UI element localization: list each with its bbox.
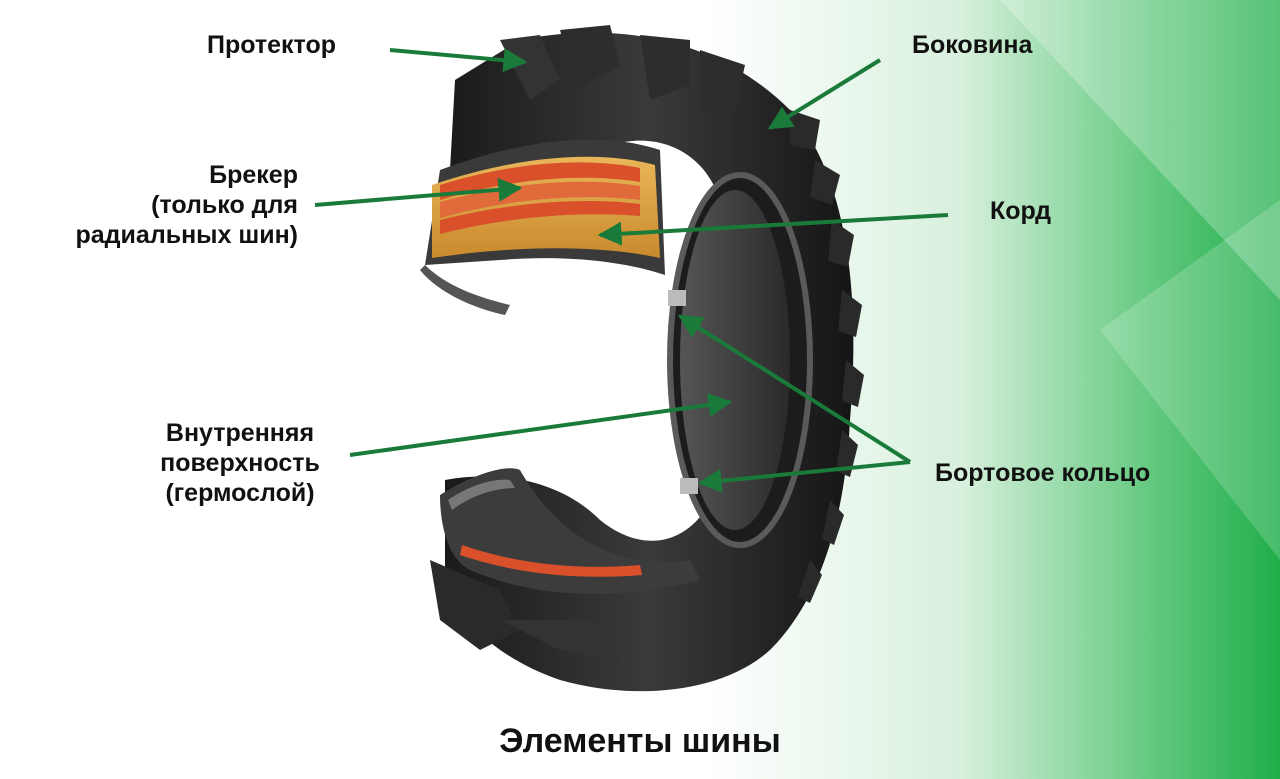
arrow-breaker (314, 177, 523, 207)
callout-arrows (314, 48, 949, 493)
label-tread: Протектор (207, 31, 337, 59)
label-breaker-line1: Брекер (209, 161, 298, 189)
label-inner-surface: Внутренняя поверхность (гермослой) (130, 418, 350, 508)
label-inner-line1: Внутренняя (165, 419, 315, 447)
label-cord: Корд (990, 197, 1052, 225)
label-inner-line2: поверхность (160, 449, 320, 477)
label-breaker-line2: (только для (151, 191, 298, 219)
bead-ring-bottom (680, 478, 698, 494)
bead-ring-top (668, 290, 686, 306)
label-breaker: Брекер (только для радиальных шин) (40, 160, 299, 250)
arrow-tread (389, 48, 528, 73)
top-cross-section (420, 139, 665, 315)
diagram-caption: Элементы шины (499, 722, 781, 760)
arrow-bead-bottom (697, 460, 911, 493)
arrow-cord (597, 213, 949, 246)
breaker-layer-1 (440, 162, 640, 200)
arrow-sidewall (767, 58, 882, 130)
label-breaker-line3: радиальных шин) (75, 221, 299, 249)
label-sidewall: Боковина (912, 31, 1033, 59)
label-inner-line3: (гермослой) (165, 479, 315, 507)
bottom-cross-section (430, 468, 700, 660)
label-bead: Бортовое кольцо (935, 459, 1151, 487)
breaker-layer-3 (440, 201, 640, 234)
arrow-bead-top (677, 314, 912, 464)
arrow-inner (349, 393, 733, 457)
